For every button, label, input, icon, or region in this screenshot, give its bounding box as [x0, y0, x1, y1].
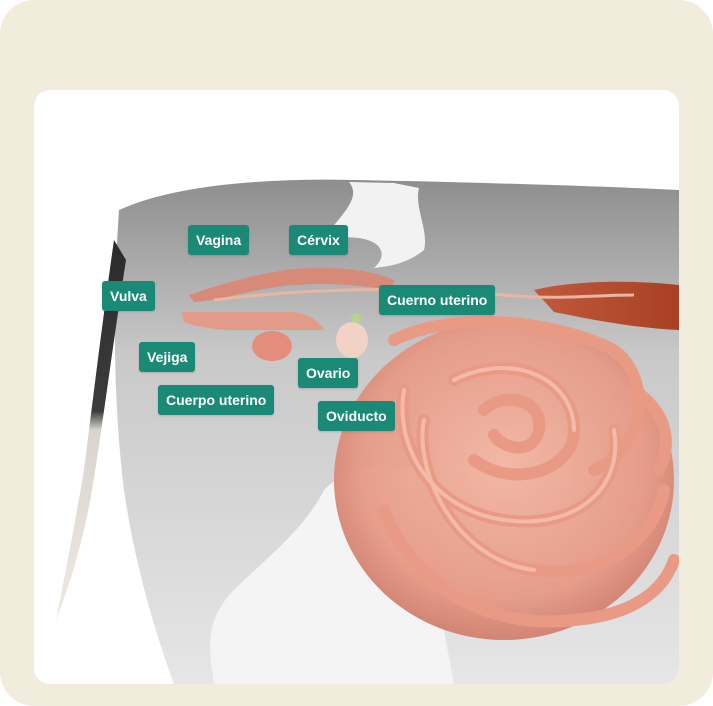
- intestine-highlights: [400, 366, 618, 572]
- bladder: [252, 331, 292, 361]
- cow-anatomy-illustration: [56, 179, 679, 684]
- label-vejiga[interactable]: Vejiga: [139, 342, 196, 372]
- cow-tail: [56, 240, 126, 620]
- rumen: [534, 281, 679, 330]
- label-cuerpo-uterino[interactable]: Cuerpo uterino: [158, 385, 275, 415]
- label-oviducto[interactable]: Oviducto: [318, 401, 395, 431]
- label-ovario[interactable]: Ovario: [298, 358, 359, 388]
- white-patch-top: [324, 182, 426, 268]
- ovary-follicle: [351, 313, 361, 323]
- bladder-neck: [182, 312, 324, 330]
- label-vagina[interactable]: Vagina: [188, 225, 250, 255]
- label-cervix[interactable]: Cérvix: [289, 225, 348, 255]
- vagina-organ: [189, 267, 394, 302]
- label-cuerno-uterino[interactable]: Cuerno uterino: [379, 285, 496, 315]
- label-vulva[interactable]: Vulva: [102, 281, 155, 311]
- ovary-organ: [336, 322, 368, 358]
